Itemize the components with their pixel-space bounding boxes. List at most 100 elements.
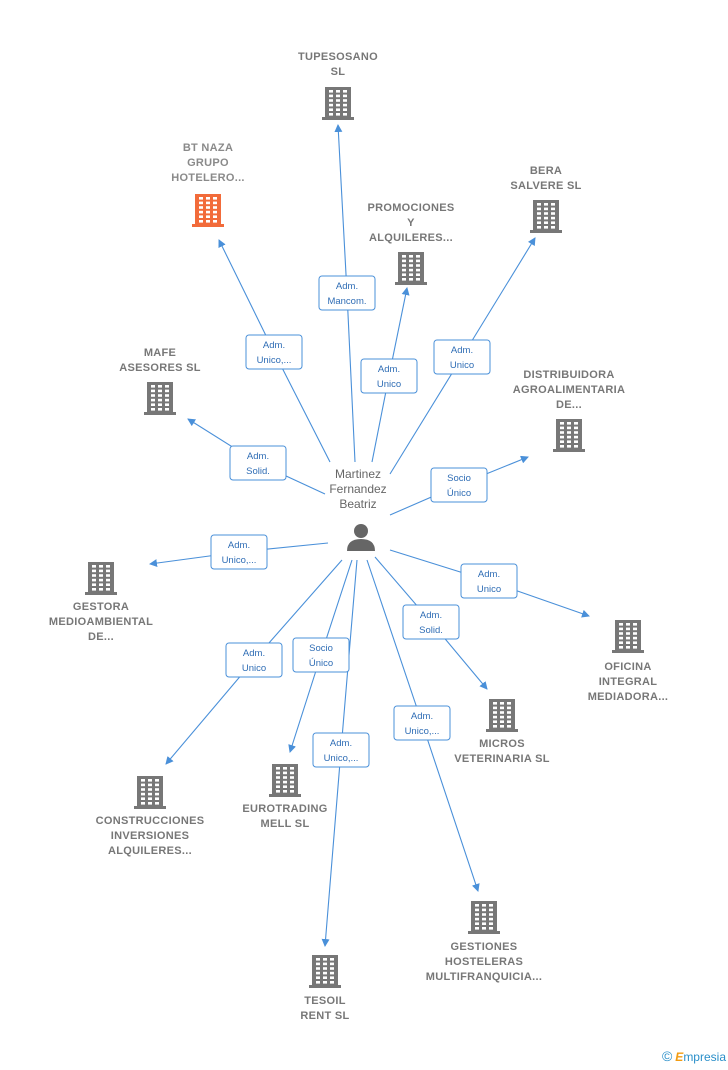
role-box-micros[interactable]: Adm. Solid.	[402, 604, 460, 640]
company-label[interactable]: GESTORA	[73, 601, 129, 613]
building-icon[interactable]	[144, 382, 176, 415]
person-label[interactable]: Martinez	[335, 467, 381, 481]
role-text: Unico,...	[405, 726, 440, 737]
building-icon[interactable]	[468, 901, 500, 934]
company-label[interactable]: SL	[331, 66, 346, 78]
role-text: Adm.	[247, 451, 269, 462]
role-text: Adm.	[228, 540, 250, 551]
building-icon[interactable]	[322, 87, 354, 120]
company-label[interactable]: DISTRIBUIDORA	[523, 369, 614, 381]
company-node-tesoil[interactable]: TESOIL RENT SL	[300, 955, 349, 1022]
company-node-bt-naza[interactable]: BT NAZA GRUPO HOTELERO...	[171, 142, 245, 227]
role-text: Adm.	[451, 345, 473, 356]
role-text: Adm.	[243, 648, 265, 659]
role-box-tesoil[interactable]: Adm.Unico,...	[312, 732, 370, 768]
empresia-logo: ©Empresia	[662, 1048, 726, 1064]
person-icon[interactable]	[347, 524, 375, 551]
role-text: Unico,...	[222, 555, 257, 566]
role-text: Adm.	[378, 364, 400, 375]
company-label[interactable]: DE...	[88, 631, 114, 643]
building-icon[interactable]	[553, 419, 585, 452]
company-label[interactable]: MEDIOAMBIENTAL	[49, 616, 153, 628]
role-text: Mancom.	[327, 296, 366, 307]
company-label[interactable]: INVERSIONES	[111, 830, 190, 842]
company-label[interactable]: EUROTRADING	[242, 803, 327, 815]
role-text: Unico	[242, 663, 266, 674]
role-box-tupesosano[interactable]: Adm.Mancom.	[318, 275, 376, 311]
company-node-construcciones[interactable]: CONSTRUCCIONES INVERSIONES ALQUILERES...	[96, 776, 205, 857]
role-text: Solid.	[419, 625, 443, 636]
company-label[interactable]: GESTIONES	[451, 941, 518, 953]
company-label[interactable]: VETERINARIA SL	[454, 753, 549, 765]
company-node-gestora[interactable]: GESTORA MEDIOAMBIENTAL DE...	[49, 562, 153, 643]
building-icon[interactable]	[612, 620, 644, 653]
company-label[interactable]: GRUPO	[187, 157, 229, 169]
role-text: Unico,...	[257, 355, 292, 366]
role-text: Adm.	[420, 610, 442, 621]
company-label[interactable]: RENT SL	[300, 1010, 349, 1022]
company-label[interactable]: Y	[407, 217, 415, 229]
role-text: Adm.	[478, 569, 500, 580]
company-label[interactable]: SALVERE SL	[510, 180, 581, 192]
company-node-promociones[interactable]: PROMOCIONES Y ALQUILERES...	[367, 202, 454, 285]
company-label[interactable]: MICROS	[479, 738, 525, 750]
company-node-oficina[interactable]: OFICINA INTEGRAL MEDIADORA...	[588, 620, 669, 703]
company-label[interactable]: INTEGRAL	[599, 676, 658, 688]
role-box-bera[interactable]: Adm. Unico	[433, 339, 491, 375]
role-box-oficina[interactable]: Adm. Unico	[460, 563, 518, 599]
building-icon[interactable]	[309, 955, 341, 988]
company-label[interactable]: OFICINA	[604, 661, 651, 673]
role-text: Adm.	[411, 711, 433, 722]
role-text: Unico	[477, 584, 501, 595]
building-icon[interactable]	[269, 764, 301, 797]
company-label[interactable]: MAFE	[144, 347, 176, 359]
building-icon[interactable]	[530, 200, 562, 233]
role-box-gestiones[interactable]: Adm. Unico,...	[393, 705, 451, 741]
company-label[interactable]: ALQUILERES...	[369, 232, 453, 244]
company-label[interactable]: ASESORES SL	[119, 362, 201, 374]
company-node-tupesosano[interactable]: TUPESOSANO SL	[298, 51, 378, 120]
person-label[interactable]: Beatriz	[339, 497, 376, 511]
company-node-micros[interactable]: MICROS VETERINARIA SL	[454, 699, 549, 765]
company-label[interactable]: MULTIFRANQUICIA...	[426, 971, 542, 983]
role-box-gestora[interactable]: Adm. Unico,...	[210, 534, 268, 570]
company-label[interactable]: MEDIADORA...	[588, 691, 669, 703]
company-label[interactable]: DE...	[556, 399, 582, 411]
company-node-distribuidora[interactable]: DISTRIBUIDORA AGROALIMENTARIA DE...	[513, 369, 625, 452]
building-icon[interactable]	[192, 194, 224, 227]
company-node-mafe[interactable]: MAFE ASESORES SL	[119, 347, 201, 415]
company-label[interactable]: CONSTRUCCIONES	[96, 815, 205, 827]
copyright-icon: ©	[661, 1048, 673, 1064]
company-label[interactable]: TESOIL	[304, 995, 346, 1007]
company-label[interactable]: MELL SL	[261, 818, 310, 830]
company-node-gestiones[interactable]: GESTIONES HOSTELERAS MULTIFRANQUICIA...	[426, 901, 542, 983]
company-label[interactable]: BT NAZA	[183, 142, 233, 154]
role-text: Unico	[450, 360, 474, 371]
role-text: Adm.	[330, 738, 352, 749]
role-text: Socio	[309, 643, 333, 654]
company-label[interactable]: HOTELERO...	[171, 172, 245, 184]
building-icon[interactable]	[395, 252, 427, 285]
company-label[interactable]: AGROALIMENTARIA	[513, 384, 625, 396]
company-label[interactable]: ALQUILERES...	[108, 845, 192, 857]
role-box-bt-naza[interactable]: Adm.Unico,...	[245, 334, 303, 370]
company-node-eurotrading[interactable]: EUROTRADING MELL SL	[242, 764, 327, 830]
role-box-construcciones[interactable]: Adm. Unico	[225, 642, 283, 678]
role-text: Único	[309, 658, 333, 669]
role-box-promociones[interactable]: Adm.Unico	[360, 358, 418, 394]
company-label[interactable]: HOSTELERAS	[445, 956, 523, 968]
company-label[interactable]: PROMOCIONES	[367, 202, 454, 214]
role-box-mafe[interactable]: Adm. Solid.	[229, 445, 287, 481]
building-icon[interactable]	[85, 562, 117, 595]
company-label[interactable]: TUPESOSANO	[298, 51, 378, 63]
company-node-bera[interactable]: BERA SALVERE SL	[510, 165, 581, 233]
person-label[interactable]: Fernandez	[329, 482, 386, 496]
building-icon[interactable]	[134, 776, 166, 809]
building-icon[interactable]	[486, 699, 518, 732]
company-label[interactable]: BERA	[530, 165, 562, 177]
role-text: Solid.	[246, 466, 270, 477]
